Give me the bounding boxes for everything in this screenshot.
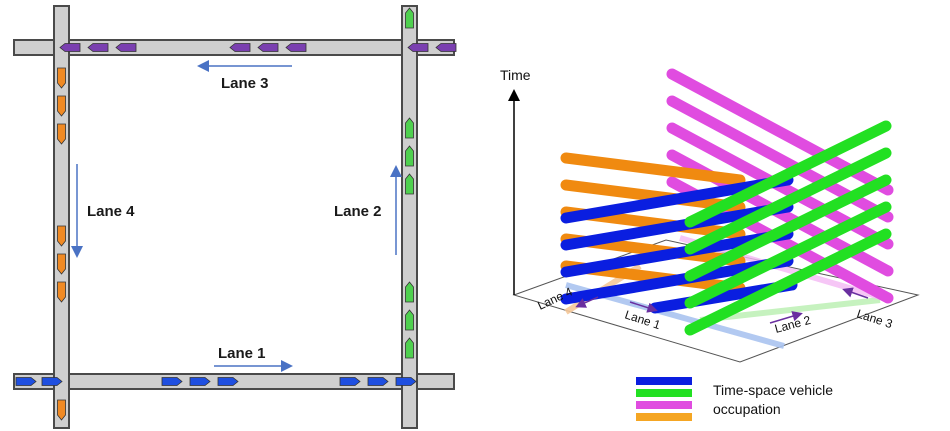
legend-text-line2: occupation [713, 401, 781, 417]
lane3-vehicle [87, 43, 109, 52]
lane2-vehicle [405, 145, 414, 167]
lane2-label: Lane 2 [334, 203, 382, 220]
legend-text-line1: Time-space vehicle [713, 382, 833, 398]
lane3-label: Lane 3 [221, 75, 269, 92]
lane1-label: Lane 1 [218, 345, 266, 362]
lane2-band [684, 174, 892, 282]
lane2-band [684, 228, 892, 336]
floor-arrow-lane4 [575, 296, 599, 308]
legend-swatch-orange [636, 413, 692, 421]
legend-swatch-green [636, 389, 692, 397]
lane1-vehicle [15, 377, 37, 386]
lane1-vehicle [217, 377, 239, 386]
lane2-band [684, 201, 892, 309]
lane4-vehicle [57, 399, 66, 421]
floor-lane3-label: Lane 3 [855, 307, 895, 332]
lane4-vehicle [57, 225, 66, 247]
lane4-vehicle [57, 281, 66, 303]
lane1-vehicle [189, 377, 211, 386]
lane2-vehicle [405, 7, 414, 29]
lane2-vehicle [405, 309, 414, 331]
lane4-vehicle [57, 67, 66, 89]
time-space-diagram: Time Lane 4 Lane 1 Lane 2 Lane 3 [500, 67, 920, 363]
lane3-vehicle [59, 43, 81, 52]
lane1-vehicle [367, 377, 389, 386]
occupation-bands [560, 68, 894, 336]
legend: Time-space vehicle occupation [636, 377, 833, 421]
lane2-band [684, 120, 892, 228]
lane1-vehicle [339, 377, 361, 386]
lane4-vehicle [57, 123, 66, 145]
legend-swatch-magenta [636, 401, 692, 409]
lane2-vehicle [405, 173, 414, 195]
lane1-vehicle [41, 377, 63, 386]
time-axis-label: Time [500, 67, 531, 83]
lane2-vehicle [405, 337, 414, 359]
lane4-vehicle [57, 253, 66, 275]
lane3-vehicle [229, 43, 251, 52]
lane3-vehicle [407, 43, 429, 52]
lane2-vehicle [405, 281, 414, 303]
road-network: Lane 1 Lane 2 Lane 3 Lane 4 [13, 5, 457, 429]
lane4-band [560, 179, 746, 213]
lane1-vehicle [161, 377, 183, 386]
lane1-vehicle [395, 377, 417, 386]
lane4-band [560, 152, 746, 186]
lane2-band [684, 147, 892, 255]
lane2-vehicle [405, 117, 414, 139]
floor-arrow-lane3 [842, 287, 869, 299]
legend-swatch-blue [636, 377, 692, 385]
vehicles [15, 7, 457, 421]
floor-arrow-lane2 [769, 311, 803, 324]
lane4-label: Lane 4 [87, 203, 135, 220]
road-right [401, 5, 418, 429]
floor-arrow-lane1 [629, 301, 658, 313]
lane3-vehicle [435, 43, 457, 52]
lane3-vehicle [285, 43, 307, 52]
lane3-vehicle [257, 43, 279, 52]
lane3-vehicle [115, 43, 137, 52]
lane4-vehicle [57, 95, 66, 117]
